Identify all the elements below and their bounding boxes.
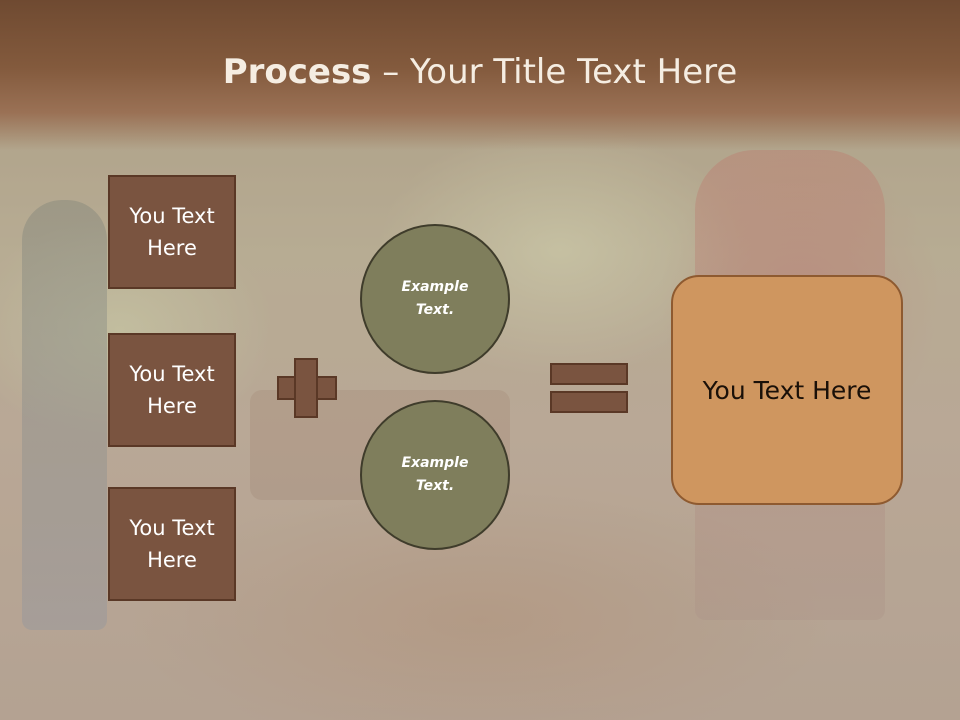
- left-box-label: You Text Here: [129, 362, 215, 418]
- left-box-3[interactable]: You Text Here: [108, 487, 236, 601]
- result-box[interactable]: You Text Here: [671, 275, 903, 505]
- equals-icon-bottom: [550, 391, 628, 413]
- example-circle-1[interactable]: Example Text.: [360, 224, 510, 374]
- left-box-2[interactable]: You Text Here: [108, 333, 236, 447]
- left-box-label: You Text Here: [129, 516, 215, 572]
- left-box-label: You Text Here: [129, 204, 215, 260]
- equals-icon-top: [550, 363, 628, 385]
- slide-title[interactable]: Process – Your Title Text Here: [0, 52, 960, 92]
- circle-label: Example Text.: [401, 455, 469, 494]
- plus-icon-vertical: [294, 358, 318, 418]
- title-banner: [0, 0, 960, 150]
- result-label: You Text Here: [702, 375, 872, 405]
- child-figure: [22, 200, 107, 630]
- example-circle-2[interactable]: Example Text.: [360, 400, 510, 550]
- title-rest: – Your Title Text Here: [371, 52, 738, 92]
- title-bold: Process: [222, 52, 372, 92]
- circle-label: Example Text.: [401, 279, 469, 318]
- left-box-1[interactable]: You Text Here: [108, 175, 236, 289]
